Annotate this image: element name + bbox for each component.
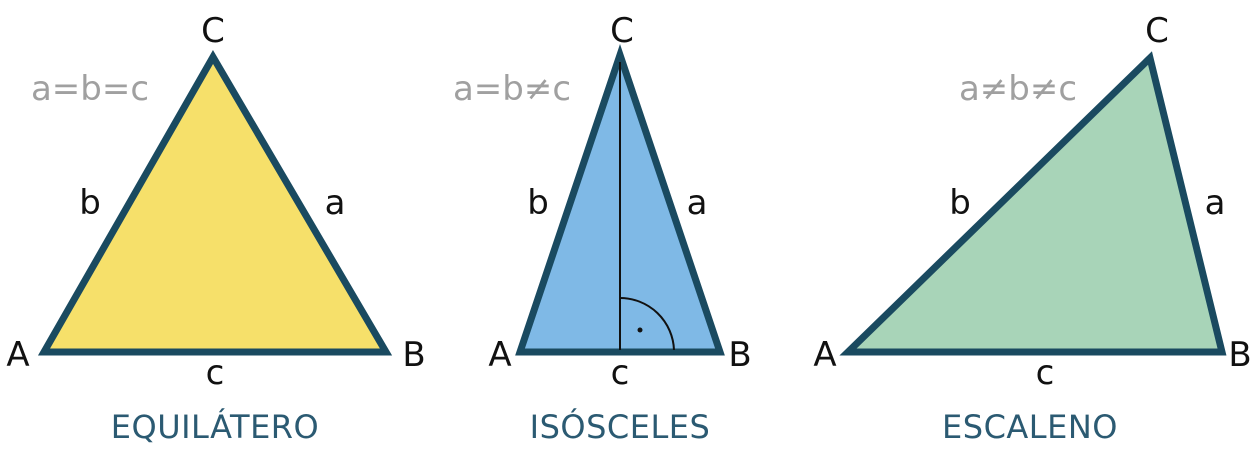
vertex-c: C xyxy=(201,11,225,51)
vertex-c: C xyxy=(610,11,634,51)
vertex-a: A xyxy=(488,335,511,375)
side-b: b xyxy=(79,183,101,223)
side-b: b xyxy=(527,183,549,223)
side-b: b xyxy=(949,183,971,223)
triangle-title: ISÓSCELES xyxy=(530,407,711,446)
side-c: c xyxy=(611,353,630,393)
relation-label: a=b=c xyxy=(31,69,149,109)
scalene-triangle-group: C A B b a c a≠b≠c ESCALENO xyxy=(813,11,1251,446)
vertex-b: B xyxy=(728,335,751,375)
side-c: c xyxy=(206,353,225,393)
scalene-triangle xyxy=(839,51,1227,356)
isosceles-triangle-group: C A B b a c a=b≠c ISÓSCELES xyxy=(453,11,752,446)
vertex-b: B xyxy=(402,335,425,375)
side-a: a xyxy=(1205,183,1226,223)
side-a: a xyxy=(325,183,346,223)
right-angle-arc xyxy=(619,297,675,351)
equilateral-triangle xyxy=(37,50,393,356)
vertex-a: A xyxy=(6,335,29,375)
relation-label: a≠b≠c xyxy=(959,69,1077,109)
side-a: a xyxy=(687,183,708,223)
triangle-title: EQUILÁTERO xyxy=(111,408,319,446)
vertex-b: B xyxy=(1228,335,1251,375)
vertex-a: A xyxy=(813,335,836,375)
vertex-c: C xyxy=(1145,11,1169,51)
triangle-title: ESCALENO xyxy=(942,408,1118,446)
right-angle-dot xyxy=(637,327,643,333)
relation-label: a=b≠c xyxy=(453,69,571,109)
side-c: c xyxy=(1036,353,1055,393)
equilateral-triangle-group: C A B b a c a=b=c EQUILÁTERO xyxy=(6,11,425,446)
